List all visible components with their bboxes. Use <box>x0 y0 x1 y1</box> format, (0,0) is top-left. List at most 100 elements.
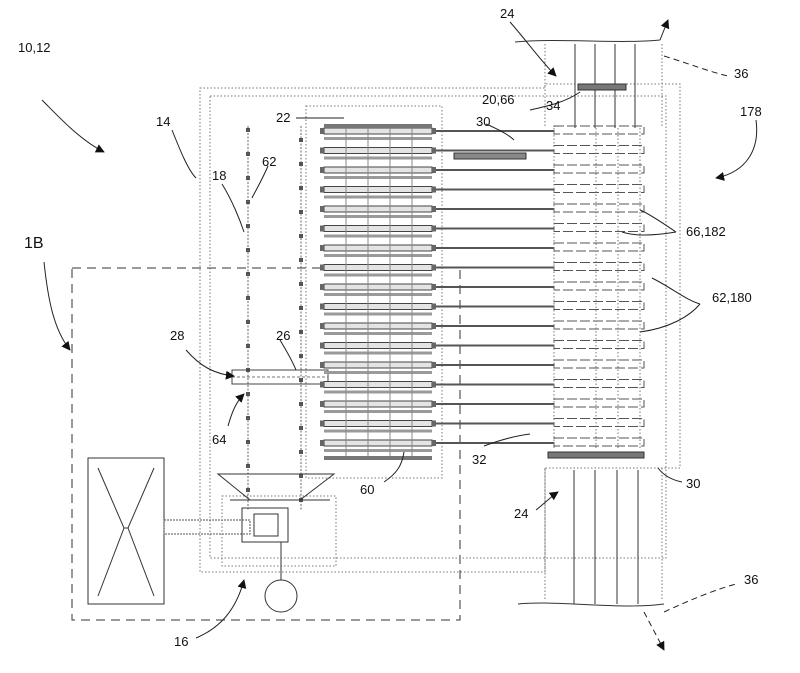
core-cap <box>320 264 324 271</box>
rod-marker <box>299 474 303 478</box>
core-cap <box>432 186 436 193</box>
label-fins: 60 <box>360 482 374 497</box>
header-slot <box>553 281 645 291</box>
core-cap <box>432 225 436 232</box>
core-cap <box>432 342 436 349</box>
core-fin <box>324 351 432 355</box>
core-cap <box>432 147 436 154</box>
core-cap <box>432 245 436 251</box>
rod-marker <box>299 234 303 238</box>
label-pivot: 64 <box>212 432 226 447</box>
core-fin <box>324 176 432 179</box>
rod-marker <box>246 200 250 204</box>
core-cap <box>320 245 324 251</box>
rod-marker <box>246 296 250 300</box>
core-bar <box>323 361 433 369</box>
core-bar <box>323 244 433 252</box>
core-cap <box>432 206 436 212</box>
core-fin <box>324 195 432 199</box>
rod-markers <box>246 128 303 502</box>
exchanger-rows <box>320 124 645 460</box>
core-bottom-cap <box>324 456 432 460</box>
label-motor-unit: 16 <box>174 634 188 649</box>
core-bar <box>323 147 433 154</box>
core-cap <box>320 303 324 310</box>
core-cap <box>432 264 436 271</box>
rod-marker <box>299 402 303 406</box>
core-cap <box>320 342 324 349</box>
rod-marker <box>299 378 303 382</box>
core-bar <box>323 420 433 427</box>
right-fin-columns <box>553 128 641 450</box>
label-header-top: 24 <box>500 6 514 21</box>
header-slot <box>553 164 645 174</box>
label-bar-upper: 30 <box>476 114 490 129</box>
core-cap <box>320 284 324 290</box>
header-slot <box>553 203 645 213</box>
core-fin <box>324 215 432 218</box>
rod-marker <box>246 464 250 468</box>
label-ref-66-182: 66,182 <box>686 224 726 239</box>
header-slot <box>553 184 645 193</box>
bottom-header <box>517 468 665 607</box>
core-cap <box>320 401 324 407</box>
rod-marker <box>246 272 250 276</box>
core-top-cap <box>324 124 432 128</box>
header-slot <box>553 320 645 330</box>
label-ref-20-66: 20,66 <box>482 92 515 107</box>
rod-marker <box>246 488 250 492</box>
reference-labels: 10,12 1B 14 16 18 20,66 22 24 24 26 28 3… <box>18 6 762 649</box>
core-bar <box>323 264 433 271</box>
label-rail: 26 <box>276 328 290 343</box>
label-actuator: 28 <box>170 328 184 343</box>
core-cap <box>320 225 324 232</box>
core-bar <box>323 127 433 135</box>
label-system: 10,12 <box>18 40 51 55</box>
rod-marker <box>246 344 250 348</box>
plate-34 <box>577 83 627 91</box>
rod-marker <box>246 128 250 132</box>
core-fin <box>324 332 432 335</box>
main-housing <box>199 83 681 573</box>
core-bar <box>323 283 433 291</box>
core-fin <box>324 137 432 140</box>
rod-marker <box>299 282 303 286</box>
rod-marker <box>299 258 303 262</box>
header-slot <box>553 242 645 252</box>
label-core: 22 <box>276 110 290 125</box>
label-header-bottom: 24 <box>514 506 528 521</box>
label-flow-bottom: 36 <box>744 572 758 587</box>
core-fin <box>324 312 432 316</box>
header-slot <box>553 145 645 154</box>
rod-marker <box>299 162 303 166</box>
core-bar <box>323 400 433 408</box>
header-slot <box>553 340 645 349</box>
core-cap <box>432 381 436 388</box>
rod-marker <box>246 392 250 396</box>
header-slot <box>553 379 645 388</box>
core-bar <box>323 205 433 213</box>
core-cap <box>432 167 436 173</box>
core-cap <box>432 284 436 290</box>
core-cap <box>432 323 436 329</box>
core-fin <box>324 371 432 374</box>
core-cap <box>320 323 324 329</box>
leader-lines <box>41 19 758 651</box>
core-cap <box>320 186 324 193</box>
core-outline <box>305 105 443 479</box>
label-ref-178: 178 <box>740 104 762 119</box>
core-bar <box>323 439 433 447</box>
core-bar <box>323 381 433 388</box>
header-slot <box>553 418 645 427</box>
rod-marker <box>299 138 303 142</box>
core-bar <box>323 322 433 330</box>
rod-marker <box>299 330 303 334</box>
label-housing: 14 <box>156 114 170 129</box>
rod-marker <box>246 224 250 228</box>
header-slot <box>553 437 645 447</box>
label-detail-ref: 1B <box>24 235 44 252</box>
core-fin <box>324 390 432 394</box>
core-cap <box>320 167 324 173</box>
rod-marker <box>246 176 250 180</box>
